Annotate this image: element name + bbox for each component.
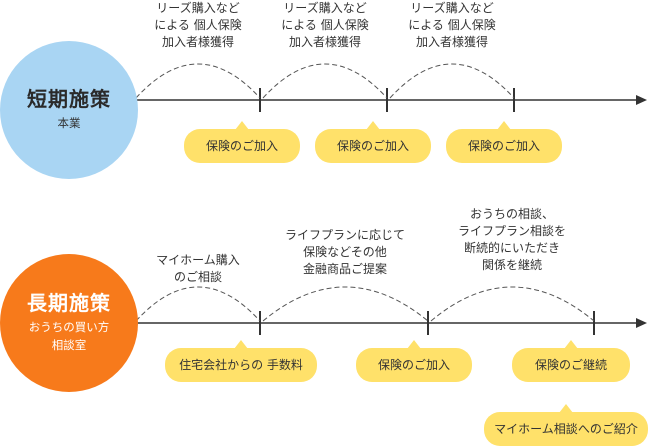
short-arc-1: [135, 63, 261, 99]
short-term-title: 短期施策: [27, 86, 111, 111]
long-timeline-arrowhead: [636, 318, 647, 328]
long-note-2: ライフプランに応じて 保険などその他 金融商品ご提案: [284, 228, 406, 276]
long-note-1: マイホーム購入 のご相談: [156, 253, 240, 284]
short-arc-3: [389, 63, 515, 99]
long-extra-bubble: マイホーム相談へのご紹介: [484, 404, 648, 446]
short-note-2: リーズ購入など による 個人保険 加入者様獲得: [281, 1, 369, 49]
long-term-subtitle: おうちの買い方 相談室: [28, 320, 110, 352]
short-note-3: リーズ購入など による 個人保険 加入者様獲得: [408, 1, 496, 49]
long-arc-2: [262, 286, 429, 322]
short-timeline-arrowhead: [636, 95, 647, 105]
short-bubble-3: 保険のご加入: [446, 121, 562, 163]
long-bubble-3: 保険のご継続: [512, 340, 630, 382]
long-note-3: おうちの相談、 ライフプラン相談を 断続的にいただき 関係を継続: [457, 207, 567, 272]
long-term-circle: 長期施策 おうちの買い方 相談室: [0, 254, 138, 392]
short-term-circle: 短期施策 本業: [0, 41, 138, 179]
long-bubble-2: 保険のご加入: [356, 340, 472, 382]
short-bubble-1: 保険のご加入: [184, 121, 300, 163]
short-bubble-2: 保険のご加入: [315, 121, 431, 163]
long-arc-1: [135, 286, 261, 322]
long-arc-3: [430, 286, 595, 322]
long-bubble-1: 住宅会社からの 手数料: [165, 340, 317, 382]
short-term-subtitle: 本業: [57, 115, 81, 130]
short-arc-2: [262, 63, 388, 99]
long-term-title: 長期施策: [27, 291, 111, 316]
short-note-1: リーズ購入など による 個人保険 加入者様獲得: [154, 1, 242, 49]
